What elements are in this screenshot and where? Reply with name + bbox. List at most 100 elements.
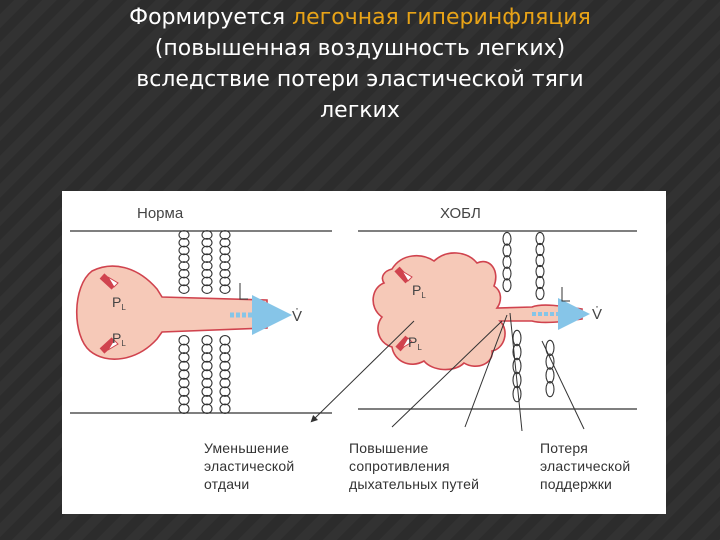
title-line-3: вследствие потери эластической тяги	[136, 67, 584, 92]
normal-spring-loop	[178, 360, 190, 372]
normal-pressure-arrowhead-upper	[107, 276, 119, 288]
copd-spring-loop	[535, 253, 545, 268]
copd-airway-pressure-mark	[561, 287, 570, 302]
normal-spring-loop	[201, 237, 213, 248]
caption-elastic-recoil: Уменьшение эластической отдачи	[204, 439, 294, 493]
normal-spring-loop	[201, 284, 213, 294]
lung-diagram-figure: Норма PL PL V̇ ХОБЛ PL PL V̇	[62, 191, 666, 514]
normal-spring-loop	[201, 369, 213, 380]
title-line-1-text: Формируется	[129, 5, 293, 30]
normal-spring-loop	[201, 377, 213, 389]
caption-elastic-support-line-3: поддержки	[540, 476, 613, 492]
normal-spring-loop	[201, 268, 213, 279]
normal-spring-loop	[219, 360, 231, 372]
copd-spring-loop	[502, 231, 512, 246]
caption-airway-resistance-line-1: Повышение	[349, 440, 429, 456]
copd-spring-loop	[545, 339, 555, 356]
title-line-1: Формируется легочная гиперинфляция	[40, 2, 680, 33]
normal-spring-loop	[219, 276, 231, 287]
normal-elastic-fibers	[178, 230, 231, 414]
copd-pl-lower: PL	[408, 334, 422, 352]
copd-spring-loop	[545, 353, 555, 370]
normal-spring-loop	[201, 230, 213, 240]
normal-spring-loop	[219, 377, 231, 389]
normal-spring-loop	[201, 386, 213, 397]
copd-spring-loop	[512, 371, 522, 389]
normal-pressure-arrow-upper	[99, 273, 117, 290]
copd-lung-alveolus	[372, 252, 583, 371]
copd-flow-label: V̇	[592, 306, 602, 323]
normal-panel-label: Норма	[137, 205, 184, 222]
copd-spring-loop	[545, 367, 555, 384]
caption-elastic-support-line-2: эластической	[540, 458, 631, 474]
normal-pressure-arrow-lower	[99, 337, 117, 354]
normal-spring-loop	[219, 237, 231, 248]
normal-spring-loop	[178, 343, 190, 355]
normal-spring-loop	[178, 253, 190, 263]
caption-elastic-recoil-line-2: эластической	[204, 458, 295, 474]
normal-spring-loop	[201, 245, 213, 256]
pointer-airway-resistance	[391, 320, 503, 428]
normal-spring-loop	[178, 394, 190, 406]
caption-airway-resistance: Повышение сопротивления дыхательных путе…	[349, 439, 479, 493]
normal-spring-loop	[219, 253, 231, 263]
normal-spring-loop	[201, 335, 213, 346]
normal-airway-pressure-mark	[239, 283, 248, 300]
normal-spring-loop	[178, 237, 190, 248]
normal-spring-loop	[178, 261, 190, 271]
lung-diagram-svg: Норма PL PL V̇ ХОБЛ PL PL V̇	[70, 205, 637, 432]
normal-spring-loop	[201, 403, 213, 414]
pointer-elastic-support-2	[541, 340, 585, 430]
title-line-2: (повышенная воздушность легких)	[154, 36, 566, 61]
caption-elastic-support: Потеря эластической поддержки	[540, 439, 630, 493]
caption-airway-resistance-line-3: дыхательных путей	[349, 476, 480, 492]
normal-spring-loop	[178, 403, 190, 414]
normal-spring-loop	[219, 245, 231, 256]
normal-spring-loop	[219, 369, 231, 380]
normal-spring-loop	[219, 230, 231, 240]
normal-spring-loop	[219, 352, 231, 363]
copd-spring-loop	[535, 286, 545, 301]
copd-damaged-elastic-fibers	[502, 231, 555, 403]
normal-spring-loop	[201, 352, 213, 363]
normal-spring-loop	[219, 268, 231, 279]
normal-spring-loop	[201, 253, 213, 263]
copd-pl-upper: PL	[412, 282, 426, 300]
pointer-airway-resistance-2	[464, 314, 508, 428]
normal-spring-loop	[219, 261, 231, 271]
copd-spring-loop	[502, 278, 512, 293]
normal-pl-upper: PL	[112, 294, 126, 312]
caption-elastic-recoil-line-3: отдачи	[204, 476, 250, 492]
copd-spring-loop	[512, 385, 522, 403]
normal-spring-loop	[178, 230, 190, 240]
normal-spring-loop	[178, 335, 190, 346]
normal-spring-loop	[219, 394, 231, 406]
normal-spring-loop	[178, 276, 190, 287]
copd-spring-loop	[545, 381, 555, 398]
copd-panel-label: ХОБЛ	[440, 205, 481, 222]
normal-pl-lower: PL	[112, 330, 126, 348]
normal-spring-loop	[219, 343, 231, 355]
copd-pressure-arrowhead-upper	[401, 270, 413, 282]
normal-spring-loop	[201, 394, 213, 406]
copd-spring-loop	[535, 242, 545, 257]
copd-spring-loop	[512, 329, 522, 347]
normal-spring-loop	[201, 360, 213, 372]
title-highlight: легочная гиперинфляция	[292, 5, 591, 30]
normal-spring-loop	[219, 386, 231, 397]
slide-title: Формируется легочная гиперинфляция (повы…	[40, 2, 680, 126]
copd-spring-loop	[502, 266, 512, 281]
copd-pressure-arrow-upper	[394, 266, 411, 284]
normal-spring-loop	[178, 284, 190, 294]
normal-spring-loop	[201, 343, 213, 355]
normal-spring-loop	[219, 284, 231, 294]
copd-spring-loop	[512, 357, 522, 375]
normal-spring-loop	[219, 335, 231, 346]
normal-spring-loop	[178, 369, 190, 380]
normal-spring-loop	[201, 276, 213, 287]
normal-spring-loop	[178, 268, 190, 279]
normal-spring-loop	[178, 386, 190, 397]
normal-pressure-arrowhead-lower	[107, 339, 119, 351]
normal-flow-label: V̇	[292, 308, 302, 325]
normal-spring-loop	[178, 377, 190, 389]
